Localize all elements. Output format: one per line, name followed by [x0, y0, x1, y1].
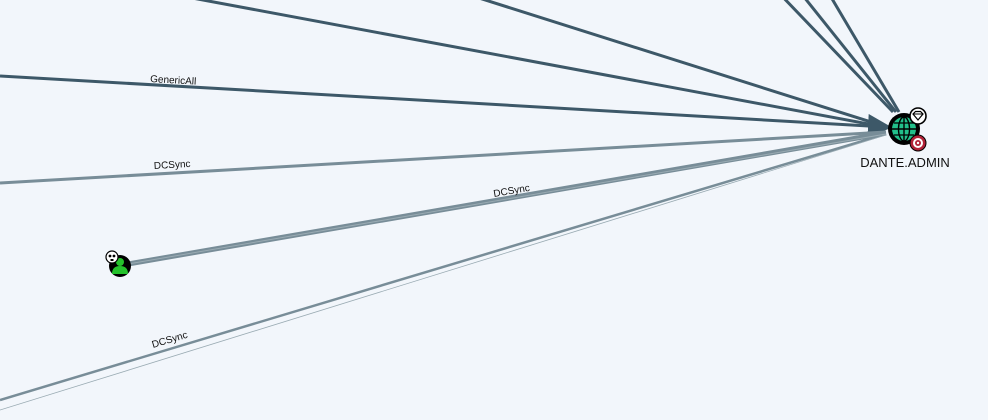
gem-icon [909, 107, 927, 125]
node-label-dante-admin: DANTE.ADMIN [860, 155, 950, 170]
edge-genericall[interactable] [0, 74, 892, 138]
skull-icon [105, 250, 119, 264]
target-icon [909, 134, 927, 152]
user-node[interactable] [105, 250, 131, 277]
edge-label-dcsync-1: DCSync [154, 159, 191, 172]
globe-icon [892, 116, 916, 142]
edge-dcsync-3[interactable] [0, 132, 887, 402]
edge-line[interactable] [127, 133, 887, 265]
dante-admin-node[interactable] [888, 107, 927, 152]
edge-line[interactable] [460, 0, 891, 130]
edge-line[interactable] [778, 0, 895, 114]
edge-label-genericall: GenericAll [150, 74, 197, 88]
edge-dcsync-1[interactable] [0, 130, 887, 185]
edge-line[interactable] [0, 134, 887, 411]
edge-line[interactable] [160, 0, 891, 130]
edge-line[interactable] [800, 0, 898, 113]
edge-line[interactable] [828, 0, 901, 113]
user-icon-head [116, 258, 124, 266]
edge-group-dark [0, 0, 901, 138]
user-icon-body [112, 266, 128, 274]
edge-group-light [0, 130, 887, 411]
